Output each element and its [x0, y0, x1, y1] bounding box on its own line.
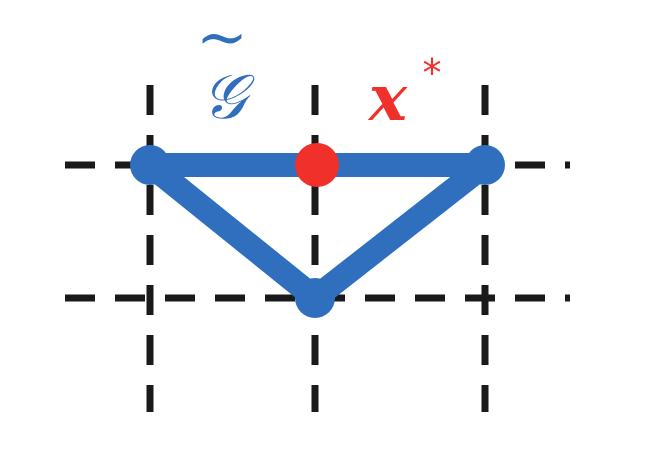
graph-edge-left	[138, 153, 327, 310]
graph-label-accent: ~	[196, 0, 248, 73]
point-label-superscript: *	[423, 51, 442, 95]
point-label: 𝒙	[367, 61, 408, 136]
graph-vertex-right	[465, 145, 505, 185]
graph-vertex-bottom	[295, 278, 335, 318]
grid	[65, 85, 570, 412]
graph-vertex-left	[130, 145, 170, 185]
graph-edge-right	[303, 153, 497, 310]
graph-vertices	[130, 145, 505, 318]
optimal-point	[295, 143, 339, 187]
